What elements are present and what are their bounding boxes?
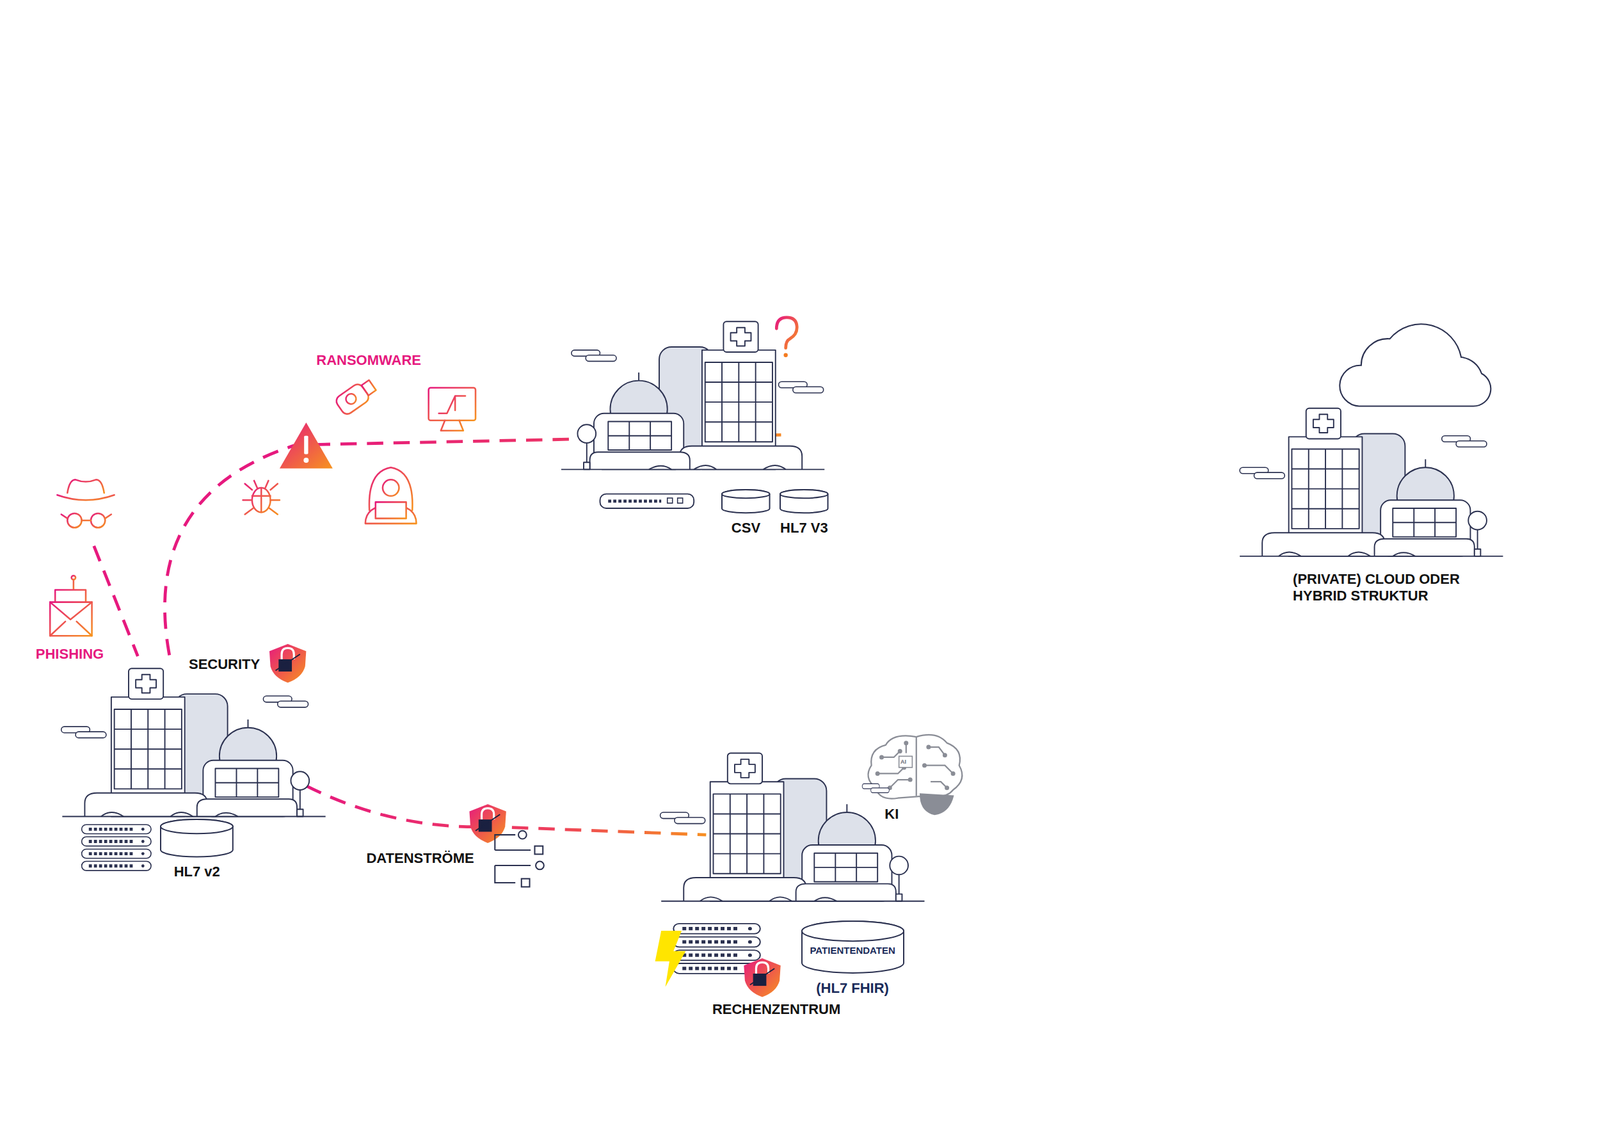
- data-format-label: HL7 V3: [780, 519, 829, 537]
- ai-brain: [867, 734, 962, 815]
- servers: [81, 494, 761, 974]
- cylinder-outline: [160, 818, 234, 858]
- chip-label: AI: [900, 758, 907, 766]
- hospital-buildings: [62, 321, 1503, 902]
- ai-label: KI: [884, 805, 899, 823]
- cylinder-outline: [721, 488, 771, 514]
- data-format-label: CSV: [731, 519, 761, 537]
- security-label: SECURITY: [188, 656, 260, 673]
- database-cylinder: HL7 V3: [779, 488, 829, 537]
- cylinder-label: PATIENTENDATEN: [809, 944, 895, 957]
- data-stream-icon: [494, 830, 544, 888]
- lightning-bolt: [655, 930, 687, 987]
- database-cylinder: PATIENTENDATEN (HL7 FHIR): [801, 920, 905, 998]
- cloud: [1339, 323, 1491, 406]
- cylinder-outline: [779, 488, 829, 514]
- small-clouds: [61, 350, 1487, 824]
- database-cylinder: CSV: [721, 488, 771, 537]
- datacenter-label: RECHENZENTRUM: [712, 1000, 841, 1018]
- data-stream-label: DATENSTRÖME: [366, 849, 474, 867]
- site-label: (PRIVATE) CLOUD ODER HYBRID STRUKTUR: [1292, 570, 1485, 605]
- threat-label: RANSOMWARE: [316, 352, 422, 369]
- warning-triangle: [279, 422, 333, 469]
- security-shields: [269, 643, 781, 998]
- database-cylinder: HL7 v2: [160, 818, 234, 881]
- data-format-label: (HL7 FHIR): [816, 979, 889, 997]
- threat-label: PHISHING: [35, 645, 104, 663]
- data-format-label: HL7 v2: [174, 863, 221, 880]
- question-mark: [776, 317, 797, 349]
- threat-icons: [49, 376, 476, 637]
